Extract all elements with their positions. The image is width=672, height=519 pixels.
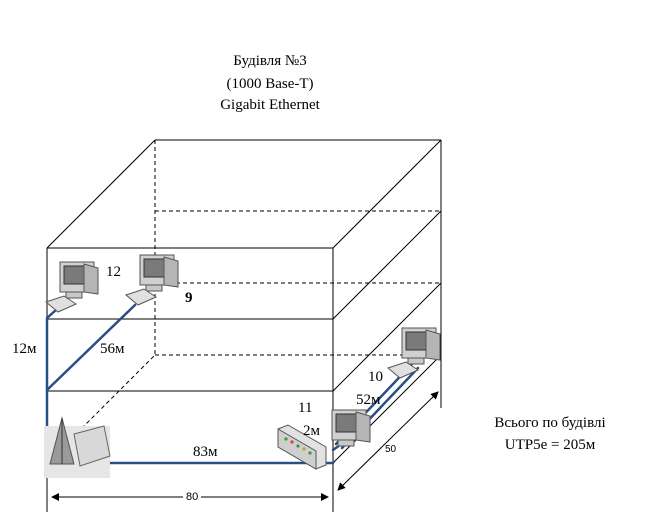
cable-2m-label: 2м	[303, 423, 320, 439]
total-line-2: UTP5e = 205м	[504, 437, 596, 453]
pc-12-label: 12	[106, 264, 121, 280]
cable-56m	[45, 303, 137, 392]
pc-9-label: 9	[185, 290, 193, 306]
title-line-2: (1000 Base-T)	[226, 76, 314, 92]
title-line-1: Будівля №3	[233, 53, 307, 69]
cable-56m-label: 56м	[100, 341, 125, 357]
computer-12-icon	[44, 261, 99, 313]
building-back-edges	[46, 139, 442, 464]
antenna-icon	[44, 416, 111, 478]
cable-12m-label: 12м	[12, 341, 37, 357]
dimension-depth	[337, 391, 442, 491]
switch-icon	[277, 424, 327, 470]
computer-9-icon	[124, 254, 179, 306]
title-line-3: Gigabit Ethernet	[220, 97, 320, 113]
dimension-width-label: 80	[183, 491, 202, 503]
cable-12m	[45, 308, 58, 465]
building-hidden-edges	[46, 140, 441, 464]
cable-52m-label: 52м	[356, 392, 381, 408]
pc-10-label: 10	[368, 369, 383, 385]
computer-11-icon	[331, 409, 371, 447]
pc-11-label: 11	[298, 400, 313, 416]
dimension-depth-label: 50	[385, 444, 397, 455]
total-line-1: Всього по будівлі	[494, 415, 606, 431]
cable-83m-label: 83м	[193, 444, 218, 460]
computer-10-icon	[386, 327, 441, 379]
